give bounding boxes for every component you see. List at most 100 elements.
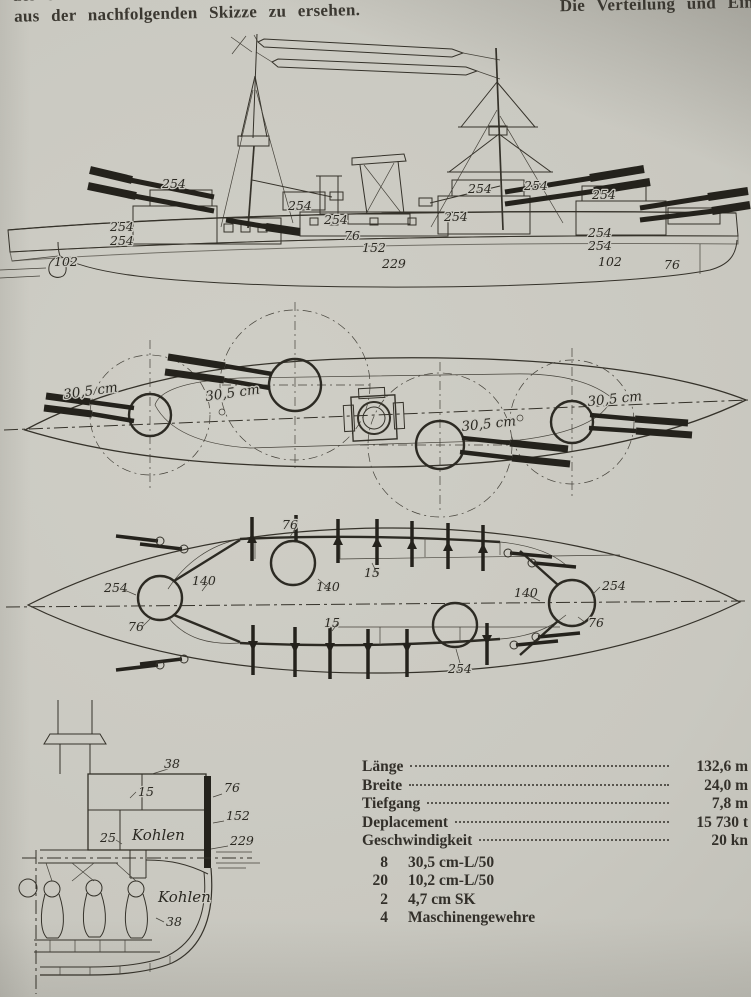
dimension-label: 254	[591, 187, 616, 202]
caliber-label: 30,5 cm	[461, 413, 517, 435]
dimension-label: 254	[109, 219, 134, 234]
header-line2-left: aus der nachfolgenden Skizze zu ersehen.	[13, 0, 361, 26]
dimension-label: 229	[381, 256, 406, 271]
spec-value: 24,0 m	[704, 776, 748, 794]
funnel	[43, 700, 107, 774]
armament-row: 4 Maschinengewehre	[362, 909, 748, 927]
dimension-label: 254	[109, 233, 134, 248]
dimension-label: 254	[587, 225, 612, 240]
dimension-label: 76	[664, 257, 680, 272]
funnel-tower	[316, 153, 411, 225]
caliber-label: 30,5 cm	[587, 388, 643, 410]
firing-arc-circles	[89, 302, 635, 518]
caliber-label: 30,5 cm	[204, 382, 260, 405]
dimension-label: 38	[164, 756, 180, 771]
dotted-leader	[409, 783, 669, 786]
section-dimension-labels: 38 15 76 152 229 25 Kohlen Kohlen 38	[98, 755, 256, 931]
armament-count: 20	[372, 872, 389, 890]
dimension-label: 254	[601, 578, 626, 593]
armament-desc: 4,7 cm SK	[408, 890, 476, 908]
turret-barrels	[87, 165, 751, 236]
cross-section-drawing: 38 15 76 152 229 25 Kohlen Kohlen 38	[18, 700, 260, 994]
dimension-label: 254	[447, 661, 472, 676]
kohlen-label: Kohlen	[131, 826, 185, 844]
armament-count: 4	[380, 909, 388, 927]
fore-mast	[220, 33, 344, 229]
spec-row: Deplacement 15 730 t	[362, 814, 748, 833]
dimension-label: 102	[598, 254, 622, 269]
armament-row: 8 30,5 cm-L/50	[362, 854, 748, 872]
dimension-label: 76	[588, 615, 604, 630]
spec-row: Länge 132,6 m	[362, 758, 748, 777]
spec-value: 20 kn	[711, 832, 748, 850]
main-turrets	[43, 353, 693, 471]
conning-funnel-structure	[342, 386, 406, 442]
header-line-2: aus der nachfolgenden Skizze zu ersehen.…	[0, 0, 751, 33]
armor-deck-plan-drawing: 76 254 140 140 15 140 254 76 15 76 254	[5, 515, 747, 679]
spec-label: Geschwindigkeit	[362, 832, 473, 850]
waterline	[22, 851, 260, 869]
caliber-label: 30,5 cm	[62, 380, 118, 403]
armor-box	[87, 768, 229, 868]
barbettes	[136, 538, 597, 656]
side-elevation-drawing: 254 254 254 254 254 76 152 229 254 254 2…	[0, 33, 751, 288]
header-text: des J ßten Baudaten sind aus der nachfol…	[0, 0, 751, 33]
boilers	[18, 862, 160, 953]
dimension-label: 254	[287, 198, 312, 213]
dimension-label: 254	[103, 580, 128, 595]
dotted-leader	[479, 839, 669, 842]
dimension-label: 15	[138, 784, 154, 799]
dimension-label: 38	[166, 914, 182, 929]
dimension-label: 76	[224, 780, 240, 795]
centerline	[5, 600, 747, 608]
header-line2-right: Die Verteilung und Ein-	[559, 0, 751, 16]
hull-section	[35, 849, 213, 994]
armament-count: 8	[380, 853, 388, 871]
plan-hull-outline	[23, 357, 748, 468]
armament-desc: 10,2 cm-L/50	[408, 872, 495, 890]
dimension-label: 25	[99, 830, 116, 845]
main-mast	[418, 47, 564, 231]
spec-label: Breite	[362, 776, 403, 794]
dimension-label: 76	[128, 619, 144, 634]
dimension-label: 229	[229, 833, 254, 848]
dimension-label: 254	[467, 181, 492, 196]
dimension-label: 76	[344, 228, 360, 243]
dimension-label: 254	[161, 176, 186, 191]
armament-desc: 30,5 cm-L/50	[408, 853, 495, 871]
centerline	[3, 399, 749, 431]
dimension-label: 254	[443, 209, 468, 224]
dimension-label: 102	[54, 254, 78, 269]
spec-value: 132,6 m	[696, 758, 748, 775]
spec-value: 15 730 t	[696, 813, 748, 831]
spec-label: Deplacement	[362, 813, 449, 831]
dotted-leader	[410, 765, 669, 767]
antenna-spars	[230, 34, 501, 80]
dimension-label: 76	[282, 517, 298, 532]
dimension-label: 15	[364, 565, 380, 580]
spec-row: Geschwindigkeit 20 kn	[362, 832, 748, 851]
kohlen-label: Kohlen	[157, 888, 211, 906]
dimension-label: 152	[226, 808, 250, 823]
spec-value: 7,8 m	[711, 795, 748, 813]
dimension-label: 140	[316, 579, 340, 594]
dimension-label: 152	[362, 240, 386, 255]
deck-hull-outline	[26, 527, 742, 674]
dotted-leader	[455, 820, 669, 823]
dimension-label: 140	[514, 585, 538, 600]
spec-row: Breite 24,0 m	[362, 777, 748, 796]
dimension-label: 140	[192, 573, 216, 588]
dotted-leader	[427, 802, 669, 805]
dimension-label: 254	[587, 238, 612, 253]
armament-row: 2 4,7 cm SK	[362, 891, 748, 909]
armament-desc: Maschinengewehre	[408, 909, 536, 927]
dimension-label: 254	[523, 178, 548, 193]
specs-table: Länge 132,6 m Breite 24,0 m Tiefgang 7,8…	[362, 758, 748, 928]
turret-plan-drawing: 30,5 cm 30,5 cm 30,5 cm 30,5 cm	[3, 302, 749, 518]
spec-label: Länge	[362, 758, 404, 775]
armament-row: 20 10,2 cm-L/50	[362, 872, 748, 890]
spec-row: Tiefgang 7,8 m	[362, 795, 748, 814]
armament-list: 8 30,5 cm-L/50 20 10,2 cm-L/50 2 4,7 cm …	[362, 854, 748, 928]
deck-dimension-labels: 76 254 140 140 15 140 254 76 15 76 254	[102, 516, 628, 678]
